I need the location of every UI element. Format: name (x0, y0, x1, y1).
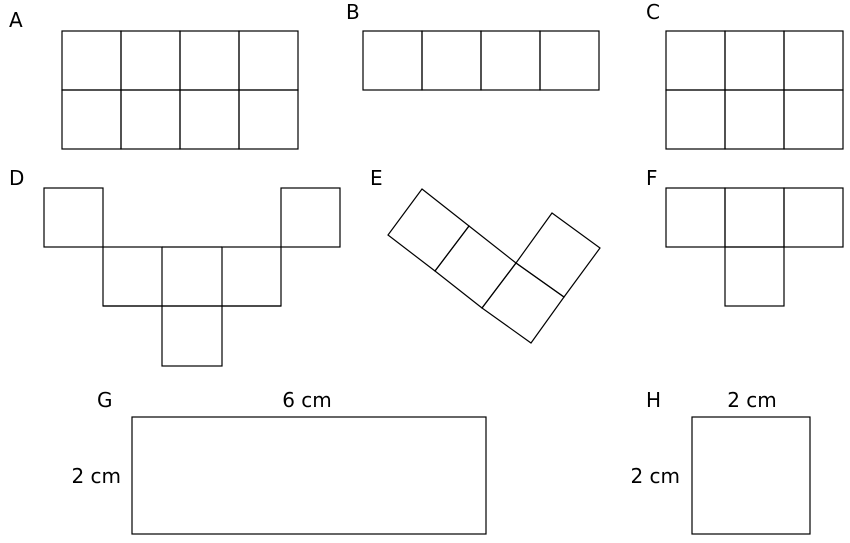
rectangle-g (131, 416, 487, 535)
square-h-height-label: 2 cm (630, 464, 680, 488)
shape-c-grid (665, 30, 844, 150)
shape-c-square (724, 30, 785, 91)
shape-a-square (179, 30, 240, 91)
rectangle-g-height-label: 2 cm (71, 464, 121, 488)
shape-a-grid (61, 30, 299, 150)
shape-label-a: A (9, 8, 23, 32)
shape-b-square (421, 30, 482, 91)
shape-label-b: B (346, 0, 360, 24)
shape-e-square (434, 225, 517, 309)
shape-label-e: E (370, 166, 383, 190)
shape-f-square (783, 187, 844, 248)
square-h (691, 416, 811, 535)
shape-d-v (43, 187, 341, 367)
shape-e-square (515, 212, 601, 298)
rectangle-g-width-label: 6 cm (282, 388, 332, 412)
shape-b-row (362, 30, 600, 91)
shape-b-square (539, 30, 600, 91)
shape-d-square (221, 246, 282, 307)
shape-f-square (665, 187, 726, 248)
shape-f-square (724, 246, 785, 307)
shape-label-f: F (646, 166, 658, 190)
shape-c-square (724, 89, 785, 150)
shape-label-c: C (646, 0, 660, 24)
shape-label-g: G (97, 388, 113, 412)
shape-a-square (179, 89, 240, 150)
shape-a-square (238, 89, 299, 150)
shape-f-t (665, 187, 844, 307)
shape-c-square (665, 89, 726, 150)
shape-d-square (102, 246, 163, 307)
shape-f-square (724, 187, 785, 248)
shape-a-square (238, 30, 299, 91)
shape-label-h: H (646, 388, 661, 412)
shape-b-square (480, 30, 541, 91)
shape-c-square (783, 30, 844, 91)
shape-label-d: D (9, 166, 24, 190)
square-h-width-label: 2 cm (727, 388, 777, 412)
shape-a-square (61, 30, 122, 91)
shape-c-square (665, 30, 726, 91)
shape-c-square (783, 89, 844, 150)
shape-b-square (362, 30, 423, 91)
shape-a-square (61, 89, 122, 150)
shape-e-tilted (387, 188, 601, 344)
shape-a-square (120, 30, 181, 91)
shape-d-square (161, 305, 223, 367)
shape-a-square (120, 89, 181, 150)
shape-d-square (280, 187, 341, 248)
shape-e-square (481, 262, 565, 344)
shape-e-square (387, 188, 470, 272)
shape-d-square (43, 187, 104, 248)
